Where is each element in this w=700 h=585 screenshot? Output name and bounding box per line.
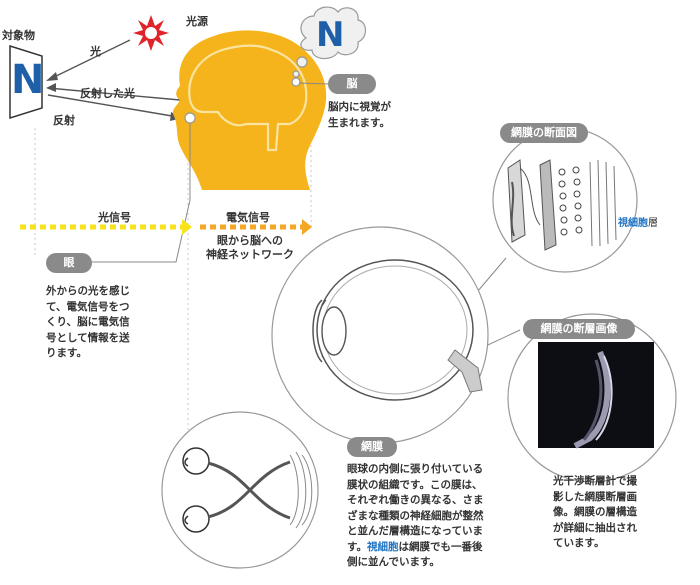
object-label: 対象物 [2, 29, 35, 42]
signal-arrows [20, 219, 312, 235]
light-arrows [47, 39, 181, 118]
optic-pathway-diagram [161, 411, 319, 569]
retina-callout-text: 眼球の内側に張り付いている 膜状の組織です。この膜は、 それぞれ働きの異なる、さ… [347, 462, 484, 571]
photoreceptor-term: 視細胞 [618, 218, 648, 229]
optical-signal-label: 光信号 [98, 211, 131, 224]
light-source-burst [133, 15, 169, 51]
retina-text-highlight: 視細胞 [366, 540, 399, 553]
object-sign [9, 44, 43, 120]
brain-outline [188, 44, 308, 152]
object-n-letter: N [11, 57, 45, 103]
eye-callout-badge: 眼 [46, 253, 92, 273]
retina-text-part1: 眼球の内側に張り付いている 膜状の組織です。この膜は、 それぞれ働きの異なる、さ… [347, 463, 484, 553]
nerve-network-label: 眼から脳への 神経ネットワーク [206, 234, 294, 261]
retina-section-badge: 網膜の断面図 [500, 123, 588, 143]
eye-detail [271, 226, 489, 444]
brain-callout-badge: 脳 [328, 74, 376, 94]
head-eye-dot [184, 112, 196, 124]
reflection-label: 反射 [53, 114, 75, 127]
cloud-n-letter: N [316, 15, 345, 55]
oct-callout-badge: 網膜の断層画像 [523, 319, 635, 339]
brain-vision-dot [291, 77, 301, 87]
layer-suffix: 層 [648, 218, 658, 229]
oct-callout-text: 光干渉断層計で撮 影した網膜断層画 像。網膜の層構造 が詳細に抽出され ています… [553, 475, 637, 549]
retina-section-diagram [492, 127, 638, 273]
retina-text-part2: は網膜でも一番後 側に並んでいます。 [347, 540, 483, 569]
reflected-light-label: 反射した光 [80, 87, 135, 100]
thought-cloud [292, 6, 367, 78]
retina-callout-badge: 網膜 [347, 437, 397, 457]
brain-callout-text: 脳内に視覚が 生まれます。 [328, 101, 391, 129]
light-label: 光 [90, 45, 101, 58]
guide-lines [34, 95, 312, 455]
photoreceptor-layer-label: 視細胞層 [618, 219, 658, 229]
light-source-label: 光源 [186, 15, 208, 28]
oct-image-diagram [507, 313, 677, 483]
head-silhouette [172, 30, 327, 190]
eye-callout-text: 外からの光を感じ て、電気信号をつ くり、脳に電気信 号として情報を送 ります。 [46, 285, 130, 359]
electrical-signal-label: 電気信号 [226, 211, 270, 224]
